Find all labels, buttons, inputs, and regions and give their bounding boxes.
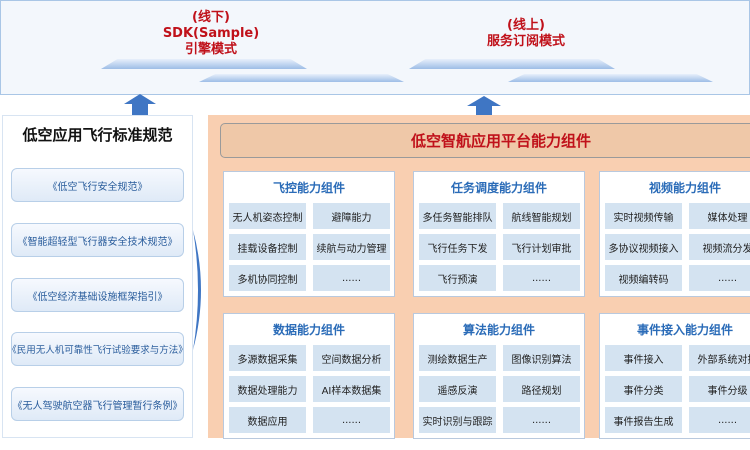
offline-name: SDK(Sample) [162, 26, 260, 41]
platform-shape [508, 74, 713, 82]
capability-item: 挂载设备控制 [229, 234, 306, 260]
capability-item: 飞行任务下发 [419, 234, 496, 260]
capability-item: 数据应用 [229, 407, 306, 433]
capability-item: 事件报告生成 [605, 407, 682, 433]
capability-item: 视频流分发 [689, 234, 750, 260]
card-title: 任务调度能力组件 [450, 181, 547, 195]
capability-item: 续航与动力管理 [313, 234, 390, 260]
capability-card: 视频能力组件实时视频传输媒体处理多协议视频接入视频流分发视频编转码...... [599, 171, 750, 297]
capability-item: 航线智能规划 [503, 203, 580, 229]
capability-item: 媒体处理 [689, 203, 750, 229]
capability-card: 算法能力组件测绘数据生产图像识别算法遥感反演路径规划实时识别与跟踪...... [413, 313, 585, 439]
capability-item: ...... [689, 407, 750, 433]
capability-item: 飞行计划审批 [503, 234, 580, 260]
capability-item: 多协议视频接入 [605, 234, 682, 260]
card-title: 数据能力组件 [272, 323, 345, 337]
standards-panel: 低空应用飞行标准规范 《低空飞行安全规范》 《智能超轻型飞行器安全技术规范》 《… [2, 115, 193, 438]
capability-item: 数据处理能力 [229, 376, 306, 402]
capability-item: 遥感反演 [419, 376, 496, 402]
capability-item: 多任务智能排队 [419, 203, 496, 229]
standards-title: 低空应用飞行标准规范 [22, 126, 173, 144]
standard-item: 《智能超轻型飞行器安全技术规范》 [11, 223, 184, 257]
offline-desc: 引擎模式 [184, 42, 237, 57]
access-modes-panel: (线下) SDK(Sample) 引擎模式 (线上) 服务订阅模式 [0, 0, 750, 95]
capability-card: 任务调度能力组件多任务智能排队航线智能规划飞行任务下发飞行计划审批飞行预演...… [413, 171, 585, 297]
online-tag: (线上) [507, 18, 545, 33]
card-title: 算法能力组件 [462, 323, 535, 337]
capability-item: ...... [503, 265, 580, 291]
capability-item: 测绘数据生产 [419, 345, 496, 371]
platform-shape [199, 74, 404, 82]
capability-card: 事件接入能力组件事件接入外部系统对接事件分类事件分级事件报告生成...... [599, 313, 750, 439]
capability-item: 事件分类 [605, 376, 682, 402]
capability-item: 事件分级 [689, 376, 750, 402]
capability-item: ...... [503, 407, 580, 433]
capability-item: AI样本数据集 [313, 376, 390, 402]
online-mode-label: (线上) 服务订阅模式 [456, 18, 596, 50]
card-title: 事件接入能力组件 [636, 323, 733, 337]
capability-card: 数据能力组件多源数据采集空间数据分析数据处理能力 AI样本数据集数据应用.....… [223, 313, 395, 439]
capability-item: 路径规划 [503, 376, 580, 402]
capability-item: 多源数据采集 [229, 345, 306, 371]
capability-card: 飞控能力组件无人机姿态控制避障能力挂载设备控制续航与动力管理多机协同控制....… [223, 171, 395, 297]
platform-shape [409, 59, 615, 69]
capability-item: 无人机姿态控制 [229, 203, 306, 229]
capability-item: 避障能力 [313, 203, 390, 229]
capability-item: 实时识别与跟踪 [419, 407, 496, 433]
up-arrow-icon [124, 94, 156, 116]
capability-item: 空间数据分析 [313, 345, 390, 371]
capability-item: 实时视频传输 [605, 203, 682, 229]
platform-shape [101, 59, 307, 69]
capability-item: ...... [689, 265, 750, 291]
capability-item: ...... [313, 407, 390, 433]
capability-item: 事件接入 [605, 345, 682, 371]
card-title: 视频能力组件 [648, 181, 721, 195]
capability-item: 图像识别算法 [503, 345, 580, 371]
standard-item: 《无人驾驶航空器飞行管理暂行条例》 [11, 387, 184, 421]
online-name: 服务订阅模式 [486, 34, 565, 49]
capability-item: 外部系统对接 [689, 345, 750, 371]
standard-item: 《低空经济基础设施框架指引》 [11, 278, 184, 312]
standard-item: 《低空飞行安全规范》 [11, 168, 184, 202]
capability-item: ...... [313, 265, 390, 291]
curved-arrow-icon [193, 230, 201, 350]
offline-mode-label: (线下) SDK(Sample) 引擎模式 [141, 10, 281, 58]
offline-tag: (线下) [192, 10, 230, 25]
up-arrow-icon [467, 96, 501, 116]
capability-item: 视频编转码 [605, 265, 682, 291]
capability-item: 飞行预演 [419, 265, 496, 291]
standard-item: 《民用无人机可靠性飞行试验要求与方法》 [7, 332, 188, 366]
capability-item: 多机协同控制 [229, 265, 306, 291]
card-title: 飞控能力组件 [272, 181, 345, 195]
platform-title: 低空智航应用平台能力组件 [220, 123, 750, 158]
